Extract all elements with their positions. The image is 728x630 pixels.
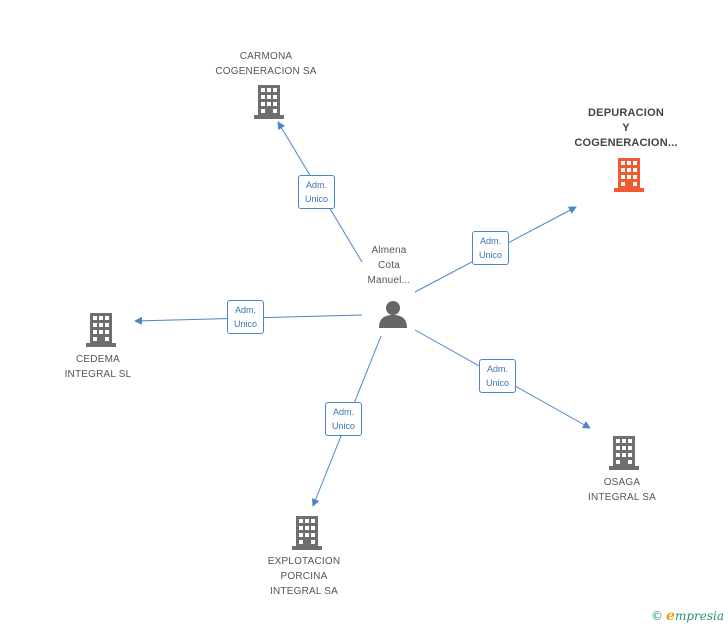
building-icon[interactable] (254, 85, 284, 119)
person-icon[interactable] (377, 299, 409, 329)
node-label-carmona[interactable]: CARMONA COGENERACION SA (215, 51, 317, 77)
edge-label-depuracion[interactable]: Adm. Unico (472, 231, 510, 265)
edge-label-carmona[interactable]: Adm. Unico (298, 175, 336, 209)
node-label-explotacion[interactable]: EXPLOTACION PORCINA INTEGRAL SA (267, 556, 341, 597)
node-label-osaga[interactable]: OSAGA INTEGRAL SA (588, 477, 656, 503)
copyright-symbol: © (651, 609, 664, 623)
brand-name: mpresia (674, 609, 724, 623)
brand-initial: e (666, 608, 675, 624)
node-label-depuracion[interactable]: DEPURACION Y COGENERACION... (574, 107, 678, 149)
node-label-cedema[interactable]: CEDEMA INTEGRAL SL (64, 354, 132, 380)
edge-label-explotacion[interactable]: Adm. Unico (325, 402, 363, 436)
edge-label-osaga[interactable]: Adm. Unico (479, 359, 517, 393)
building-icon[interactable] (614, 158, 644, 192)
building-icon[interactable] (609, 436, 639, 470)
building-icon[interactable] (292, 516, 322, 550)
center-label[interactable]: Almena Cota Manuel... (367, 245, 411, 286)
building-icon[interactable] (86, 313, 116, 347)
edge-label-cedema[interactable]: Adm. Unico (227, 300, 265, 334)
footer-brand: ©empresia (651, 608, 724, 624)
